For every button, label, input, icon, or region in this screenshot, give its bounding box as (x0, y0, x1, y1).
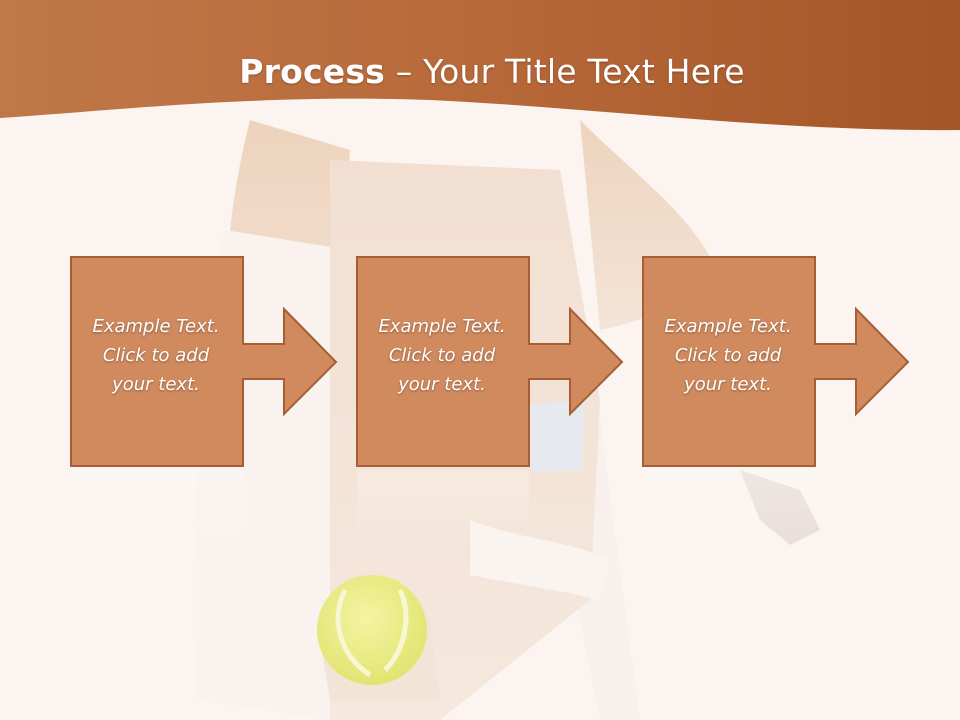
step-text: Example Text. Click to add your text. (642, 312, 814, 399)
step-text-line: Example Text. (664, 316, 792, 337)
process-step-1[interactable]: Example Text. Click to add your text. (70, 256, 340, 468)
step-arrow-shape (70, 256, 338, 467)
process-step-3[interactable]: Example Text. Click to add your text. (642, 256, 912, 468)
step-text-line: Click to add (674, 345, 782, 366)
step-text-line: Example Text. (378, 316, 506, 337)
step-text: Example Text. Click to add your text. (356, 312, 528, 399)
step-text-line: Click to add (102, 345, 210, 366)
process-step-2[interactable]: Example Text. Click to add your text. (356, 256, 626, 468)
step-arrow-shape (642, 256, 910, 467)
step-text-line: your text. (398, 374, 486, 395)
step-text-line: Click to add (388, 345, 496, 366)
slide-title[interactable]: Process – Your Title Text Here (0, 52, 960, 91)
step-reflection (357, 470, 529, 550)
title-rest: – Your Title Text Here (385, 52, 745, 91)
title-bold: Process (239, 52, 386, 91)
step-reflection (643, 470, 815, 550)
step-arrow-shape (356, 256, 624, 467)
step-text-line: your text. (112, 374, 200, 395)
step-reflection (71, 470, 243, 550)
step-text-line: your text. (684, 374, 772, 395)
header-band (0, 0, 960, 131)
step-text: Example Text. Click to add your text. (70, 312, 242, 399)
step-text-line: Example Text. (92, 316, 220, 337)
